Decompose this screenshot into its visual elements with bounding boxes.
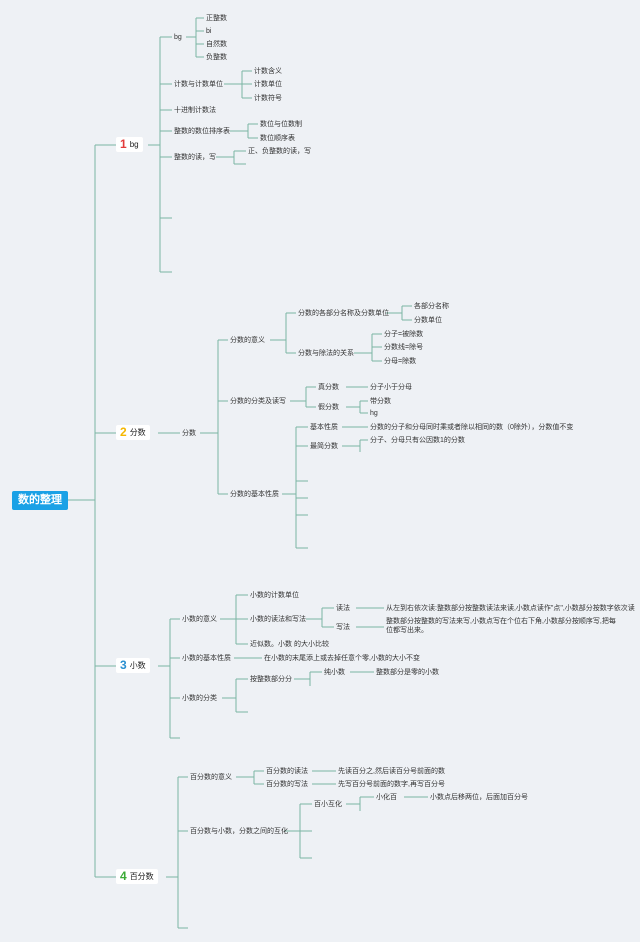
node-xiaoshu-dufa-child[interactable]: 从左到右依次读:整数部分按整数读法来读,小数点读作"点",小数部分按数字依次读 [386,605,635,612]
node-baifenshu-huhua[interactable]: 百分数与小数，分数之间的互化 [190,828,288,835]
node-jishu-danwei-child[interactable]: 计数单位 [254,81,282,88]
node-fenshu-yiyi[interactable]: 分数的意义 [230,337,265,344]
node-baifenshu-dufa-child[interactable]: 先读百分之,然后读百分号前面的数 [338,768,445,775]
node-jishu-danwei[interactable]: 计数与计数单位 [174,81,223,88]
section-number: 2 [120,425,127,439]
node-chunxiaoshu-child[interactable]: 整数部分是零的小数 [376,669,439,676]
node-zuijian-fenshu[interactable]: 最简分数 [310,443,338,450]
node-xiaoshu-duxie[interactable]: 小数的读法和写法 [250,616,306,623]
node-fenshu-danwei[interactable]: 分数单位 [414,317,442,324]
node-baixiao-huhua[interactable]: 百小互化 [314,801,342,808]
node-jinsishu[interactable]: 近似数。小数 的大小比较 [250,641,329,648]
section-number: 3 [120,658,127,672]
section-label: bg [129,140,139,149]
node-shuwei-shunxu[interactable]: 数位顺序表 [260,135,295,142]
node-xiaoshu-jishu-danwei[interactable]: 小数的计数单位 [250,592,299,599]
section-label: 小数 [129,661,146,670]
node-daifenshu[interactable]: 带分数 [370,398,391,405]
node-bi[interactable]: bi [206,28,212,35]
node-jishu-fuhao[interactable]: 计数符号 [254,95,282,102]
node-fenzi[interactable]: 分子=被除数 [384,331,424,338]
node-jiafenshu[interactable]: 假分数 [318,404,339,411]
node-jishu-hanyi[interactable]: 计数含义 [254,68,282,75]
node-shuwei-paixu[interactable]: 整数的数位排序表 [174,128,230,135]
node-fuzhengshu[interactable]: 负整数 [206,54,227,61]
node-baifenshu-xiefa-child[interactable]: 先写百分号前面的数字,再写百分号 [338,781,445,788]
node-fenshu-xingzhi[interactable]: 分数的基本性质 [230,491,279,498]
node-baifenshu-yiyi[interactable]: 百分数的意义 [190,774,232,781]
section-number: 4 [120,869,127,883]
node-an-zhengshu-bufen[interactable]: 按整数部分分 [250,676,292,683]
node-xiaoshu-yiyi[interactable]: 小数的意义 [182,616,217,623]
node-jiben-xingzhi[interactable]: 基本性质 [310,424,338,431]
node-xiaoshu-xingzhi[interactable]: 小数的基本性质 [182,655,231,662]
node-baifenshu-dufa[interactable]: 百分数的读法 [266,768,308,775]
node-xiaohuabai[interactable]: 小化百 [376,794,397,801]
node-chufa-guanxi[interactable]: 分数与除法的关系 [298,350,354,357]
root-node[interactable]: 数的整理 [12,491,68,510]
node-zhenfenshu[interactable]: 真分数 [318,384,339,391]
node-hg[interactable]: hg [370,410,378,417]
node-fenshu[interactable]: 分数 [182,430,196,437]
node-gebufen[interactable]: 分数的各部分名称及分数单位 [298,310,389,317]
node-xiaohuabai-child[interactable]: 小数点后移两位，后面加百分号 [430,794,528,801]
node-xiaoshu-fenlei[interactable]: 小数的分类 [182,695,217,702]
node-fenshu-fenlei[interactable]: 分数的分类及读写 [230,398,286,405]
section-number: 1 [120,137,127,151]
node-fenmu[interactable]: 分母=除数 [384,358,417,365]
node-zhengfu-dufa[interactable]: 正、负整数的读，写 [248,148,311,155]
node-shijinzhi[interactable]: 十进制计数法 [174,107,216,114]
node-zhengshu-dufa[interactable]: 整数的读，写 [174,154,216,161]
node-baifenshu-xiefa[interactable]: 百分数的写法 [266,781,308,788]
node-ziranshu[interactable]: 自然数 [206,41,227,48]
node-xiaoshu-xiefa-child[interactable]: 整数部分按整数的写法来写,小数点写在个位右下角,小数部分按顺序写,把每位都写出来… [386,618,616,634]
section-label: 分数 [129,428,146,437]
node-jiben-xingzhi-child[interactable]: 分数的分子和分母同时乘或者除以相同的数（0除外），分数值不变 [370,424,574,431]
node-shuwei-weishu[interactable]: 数位与位数制 [260,121,302,128]
node-gebufen-mingcheng[interactable]: 各部分名称 [414,303,449,310]
node-chunxiaoshu[interactable]: 纯小数 [324,669,345,676]
node-zhenfenshu-child[interactable]: 分子小于分母 [370,384,412,391]
node-xiaoshu-xingzhi-child[interactable]: 在小数的末尾添上或去掉任意个零,小数的大小不变 [264,655,420,662]
node-xiaoshu-xiefa[interactable]: 写法 [336,624,350,631]
node-xiaoshu-dufa[interactable]: 读法 [336,605,350,612]
section-label: 百分数 [129,872,154,881]
node-bg[interactable]: bg [174,34,182,41]
node-zhengzhengshu[interactable]: 正整数 [206,15,227,22]
node-zuijian-fenshu-child[interactable]: 分子、分母只有公因数1的分数 [370,437,465,444]
node-fenshuxian[interactable]: 分数线=除号 [384,344,424,351]
